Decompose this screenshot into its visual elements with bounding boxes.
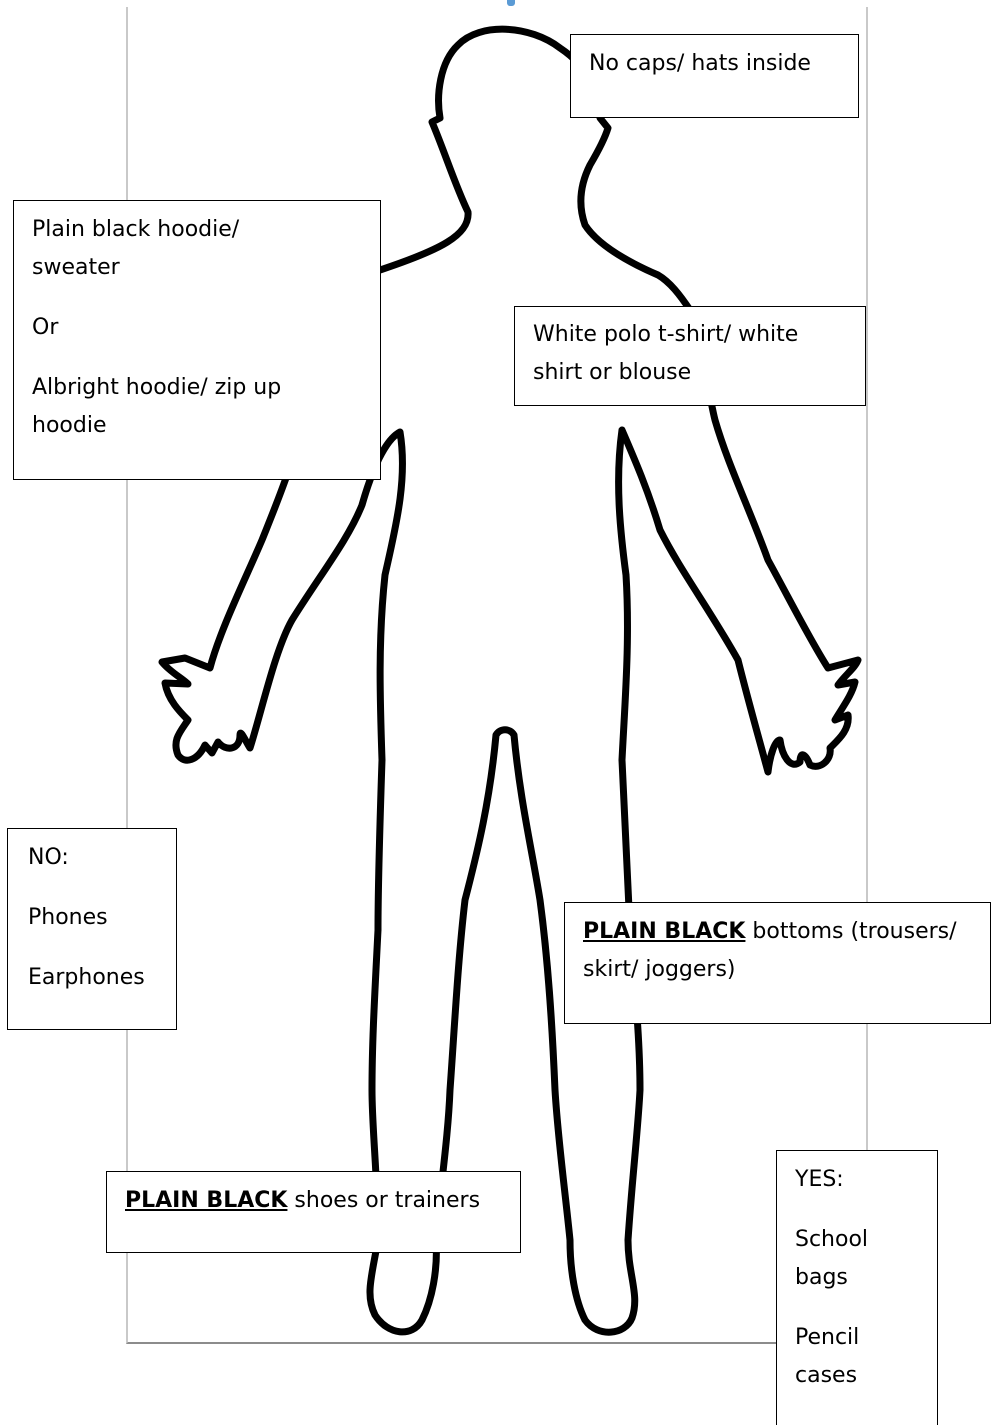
yes-heading: YES: xyxy=(795,1161,919,1199)
hoodie-line-4: Albright hoodie/ zip up xyxy=(32,369,362,407)
shoes-emphasis: PLAIN BLACK xyxy=(125,1188,287,1213)
bottoms-emphasis: PLAIN BLACK xyxy=(583,919,745,944)
hoodie-line-2: sweater xyxy=(32,249,362,287)
no-caps-text: No caps/ hats inside xyxy=(589,45,840,83)
yes-item-2-line-1: Pencil xyxy=(795,1319,919,1357)
hoodie-line-5: hoodie xyxy=(32,407,362,445)
bottoms-note: PLAIN BLACK bottoms (trousers/ skirt/ jo… xyxy=(564,902,991,1024)
hoodie-line-1: Plain black hoodie/ xyxy=(32,211,362,249)
no-caps-note: No caps/ hats inside xyxy=(570,34,859,118)
no-heading: NO: xyxy=(28,839,156,877)
yes-items-note: YES: School bags Pencil cases xyxy=(776,1150,938,1425)
no-item-phones: Phones xyxy=(28,899,156,937)
yes-item-2-line-2: cases xyxy=(795,1357,919,1395)
bottoms-line-2: skirt/ joggers) xyxy=(583,951,972,989)
no-item-earphones: Earphones xyxy=(28,959,156,997)
shoes-rest: shoes or trainers xyxy=(287,1188,480,1213)
shirt-line-2: shirt or blouse xyxy=(533,354,847,392)
shoes-line: PLAIN BLACK shoes or trainers xyxy=(125,1182,502,1220)
yes-item-1-line-1: School xyxy=(795,1221,919,1259)
bottoms-line-1: PLAIN BLACK bottoms (trousers/ xyxy=(583,913,972,951)
shoes-note: PLAIN BLACK shoes or trainers xyxy=(106,1171,521,1253)
yes-item-1-line-2: bags xyxy=(795,1259,919,1297)
hoodie-note: Plain black hoodie/ sweater Or Albright … xyxy=(13,200,381,480)
shirt-line-1: White polo t-shirt/ white xyxy=(533,316,847,354)
hoodie-or: Or xyxy=(32,309,362,347)
bottoms-rest: bottoms (trousers/ xyxy=(745,919,956,944)
no-items-note: NO: Phones Earphones xyxy=(7,828,177,1030)
shirt-note: White polo t-shirt/ white shirt or blous… xyxy=(514,306,866,406)
